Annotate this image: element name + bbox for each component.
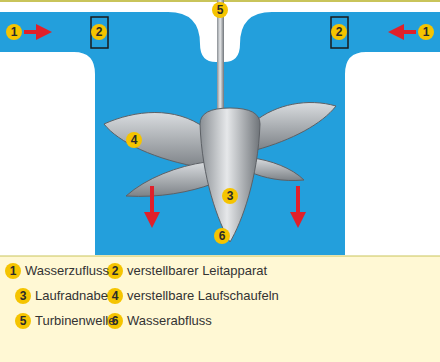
- callout-number: 3: [222, 188, 238, 204]
- flow-arrow: [296, 186, 300, 220]
- guide-vane: [331, 17, 348, 48]
- guide-vane: [91, 17, 108, 48]
- legend-text: verstellbarer Leitapparat: [127, 263, 267, 279]
- legend-text: Laufradnabe: [35, 288, 108, 304]
- callout-number: 5: [15, 313, 31, 329]
- runner-blade: [250, 158, 304, 181]
- legend-text: Wasserabfluss: [127, 313, 212, 329]
- runner-blade: [126, 162, 212, 196]
- flow-arrow: [24, 30, 44, 34]
- callout-number: 6: [214, 228, 230, 244]
- callout-number: 1: [5, 263, 21, 279]
- legend-text: Wasserzufluss: [25, 263, 109, 279]
- callout-number: 2: [331, 24, 347, 40]
- callout-number: 4: [126, 132, 142, 148]
- legend-text: Turbinenwelle: [35, 313, 115, 329]
- flow-arrow: [150, 186, 154, 220]
- callout-number: 3: [15, 288, 31, 304]
- runner-hub: [200, 108, 260, 242]
- legend-rule: [0, 256, 440, 257]
- legend-ground: [0, 256, 440, 362]
- legend-text: verstellbare Laufschaufeln: [127, 288, 279, 304]
- runner-blade: [104, 113, 205, 169]
- callout-number: 4: [107, 288, 123, 304]
- flow-arrow: [396, 30, 416, 34]
- callout-number: 5: [212, 2, 228, 18]
- runner-blade: [254, 103, 336, 150]
- callout-number: 2: [91, 24, 107, 40]
- callout-number: 1: [418, 24, 434, 40]
- callout-number: 1: [6, 24, 22, 40]
- callout-number: 2: [107, 263, 123, 279]
